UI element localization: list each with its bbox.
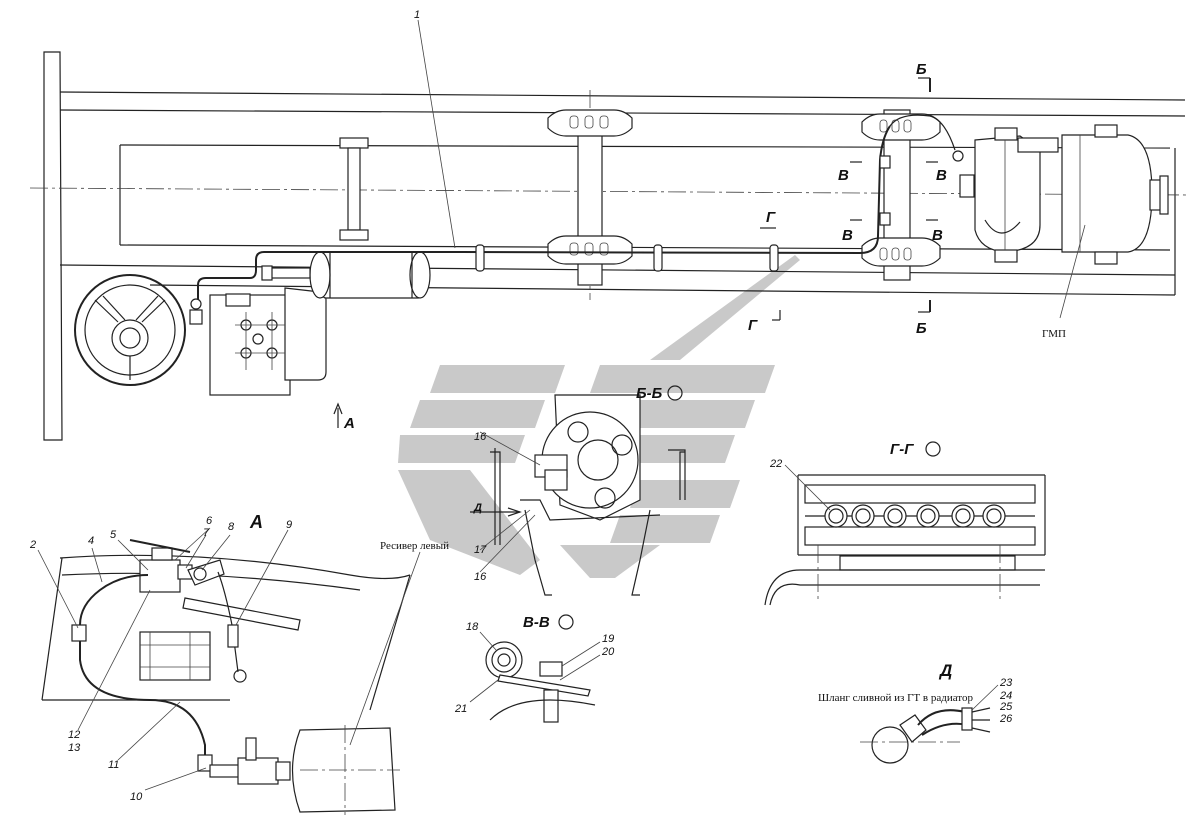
label-1: 1 <box>414 9 420 21</box>
receiver <box>261 251 431 299</box>
label-9: 9 <box>286 519 292 531</box>
frame-top-view <box>29 19 1191 441</box>
section-bb <box>470 385 686 596</box>
label-25: 25 <box>999 701 1013 713</box>
view-a <box>37 527 421 815</box>
section-gg-title: Г-Г <box>890 441 914 458</box>
label-20: 20 <box>601 646 615 658</box>
label-17: 17 <box>474 544 487 556</box>
label-16-top: 16 <box>474 431 487 443</box>
caption-receiver-left: Ресивер левый <box>380 540 449 552</box>
label-10: 10 <box>130 791 143 803</box>
section-b-top: Б <box>916 61 927 78</box>
gearbox-gmp <box>952 124 1169 265</box>
section-v-lower-left: В <box>842 227 853 244</box>
view-d-title: Д <box>938 661 952 680</box>
label-23: 23 <box>999 677 1013 689</box>
section-v-lower-right: В <box>932 227 943 244</box>
label-26: 26 <box>999 713 1013 725</box>
label-16-bottom: 16 <box>474 571 487 583</box>
label-4: 4 <box>88 535 94 547</box>
label-21: 21 <box>454 703 467 715</box>
section-v-upper-left: В <box>838 167 849 184</box>
caption-drain-hose: Шланг сливной из ГТ в радиатор <box>818 692 973 704</box>
label-13: 13 <box>68 742 81 754</box>
caption-gmp: ГМП <box>1042 328 1066 340</box>
view-d-arrow-label: Д <box>473 502 482 514</box>
view-a-title: А <box>249 512 263 532</box>
section-bb-title: Б-Б <box>636 385 663 402</box>
label-18: 18 <box>466 621 479 633</box>
label-7: 7 <box>203 527 210 539</box>
section-vv <box>469 614 601 723</box>
section-vv-title: В-В <box>523 614 550 631</box>
view-a-arrow-label: А <box>343 415 355 432</box>
mount-plate <box>209 287 327 396</box>
section-v-upper-right: В <box>936 167 947 184</box>
section-gg <box>764 441 1046 606</box>
captions: ГМП Ресивер левый Шланг сливной из ГТ в … <box>380 328 1066 704</box>
label-12: 12 <box>68 729 80 741</box>
label-5: 5 <box>110 529 117 541</box>
section-g-upper: Г <box>766 209 776 226</box>
label-2: 2 <box>29 539 36 551</box>
label-22: 22 <box>769 458 782 470</box>
label-19: 19 <box>602 633 614 645</box>
label-24: 24 <box>999 690 1012 702</box>
view-d <box>860 684 999 764</box>
section-marks: Б Б В В В В Г Г А А Б-Б Г-Г В-В Д Д <box>249 61 952 680</box>
label-6: 6 <box>206 515 213 527</box>
label-11: 11 <box>108 759 119 771</box>
section-b-bottom: Б <box>916 320 927 337</box>
label-8: 8 <box>228 521 235 533</box>
flywheel <box>74 274 186 386</box>
section-g-lower: Г <box>748 317 758 334</box>
part-labels: 1 2 4 5 6 7 8 9 10 11 12 13 16 17 16 18 … <box>29 9 1013 803</box>
